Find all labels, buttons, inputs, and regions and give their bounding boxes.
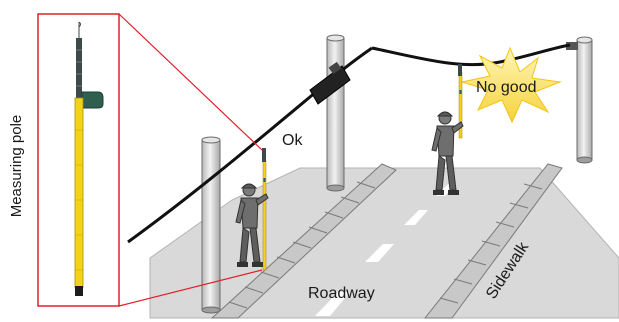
utility-pole-right xyxy=(566,37,592,163)
utility-pole-left xyxy=(202,137,220,313)
callout-leader-top xyxy=(119,14,262,150)
measuring-pole-label: Measuring pole xyxy=(8,115,25,218)
ok-label: Ok xyxy=(282,132,303,149)
utility-pole-center xyxy=(327,35,344,191)
no-good-label: No good xyxy=(476,79,537,96)
overhead-cable-right xyxy=(372,45,570,65)
roadway-label: Roadway xyxy=(308,285,375,302)
